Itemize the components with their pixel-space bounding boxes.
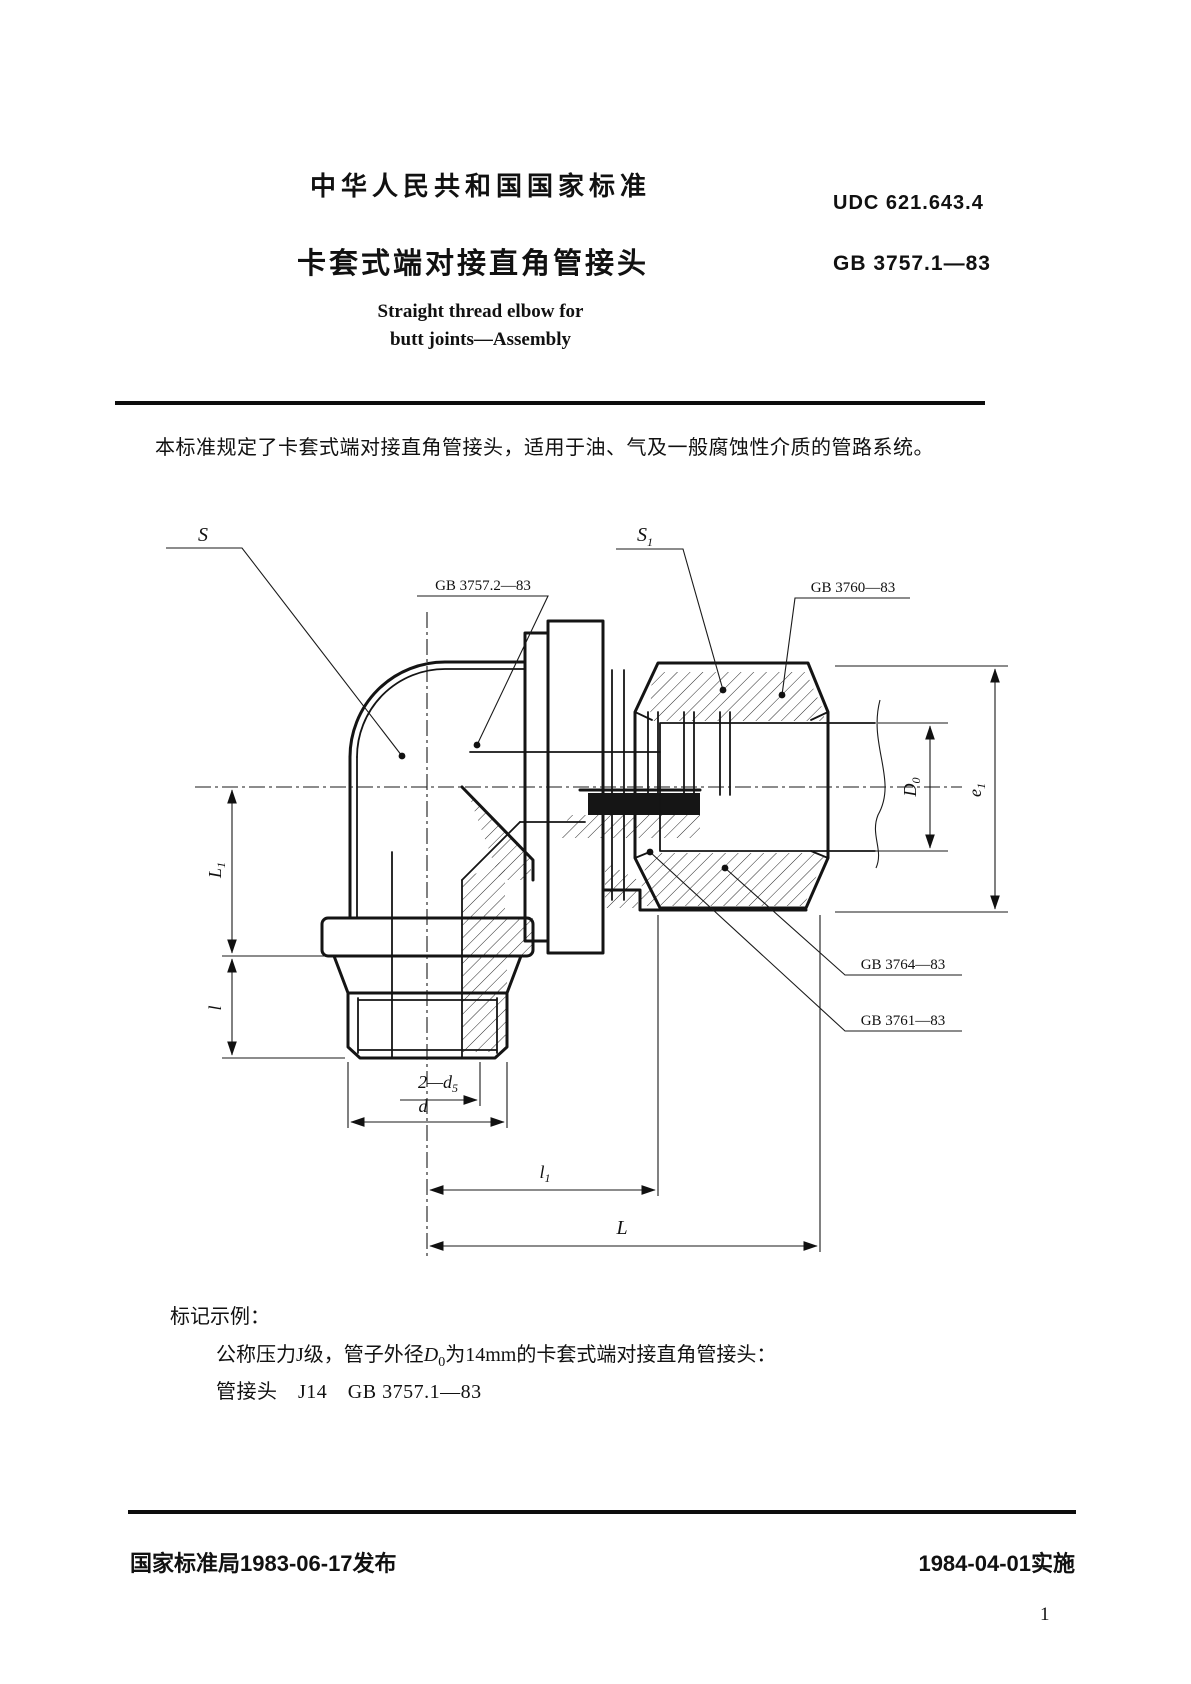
dimension-l1: l1: [429, 915, 659, 1196]
dim-l1-label: l: [539, 1162, 544, 1182]
udc-number: UDC 621.643.4: [833, 192, 984, 214]
dimension-D0: D0: [900, 725, 935, 849]
page-title: 卡套式端对接直角管接头: [297, 248, 650, 280]
callout-gb-ferrule-label: GB 3764—83: [861, 957, 946, 973]
svg-text:S1: S1: [637, 524, 653, 549]
symbol-D0: D: [423, 1344, 439, 1366]
dimension-e1: e1: [835, 665, 1008, 913]
callout-s1: S1: [616, 524, 727, 694]
callout-gb-body-label: GB 3757.2—83: [435, 578, 531, 594]
footer-implemented-date: 1984-04-01实施: [918, 1551, 1075, 1576]
dim-L-label: L: [615, 1217, 627, 1239]
callout-gb-nut: GB 3760—83: [778, 580, 910, 699]
callout-s-label: S: [198, 524, 208, 546]
header-divider: [115, 401, 985, 405]
dim-D0-label: D: [900, 784, 920, 798]
callout-gb-sleeve-label: GB 3761—83: [861, 1013, 946, 1029]
centerlines: [195, 612, 962, 1256]
example-line1: 公称压力J级，管子外径D0为14mm的卡套式端对接直角管接头：: [216, 1344, 777, 1370]
dim-l-label: l: [205, 1005, 225, 1010]
dimension-L: L: [429, 915, 821, 1252]
svg-text:D0: D0: [900, 778, 923, 798]
page-number: 1: [1040, 1604, 1050, 1625]
svg-text:l1: l1: [539, 1162, 550, 1185]
footer-issued-date: 国家标准局1983-06-17发布: [130, 1551, 397, 1576]
callout-gb-ferrule: GB 3764—83: [721, 864, 962, 976]
dimension-2d5: 2—d5: [400, 1062, 481, 1106]
footer-divider: [128, 1510, 1076, 1514]
svg-text:e1: e1: [965, 783, 988, 797]
title-english-line1: Straight thread elbow for: [377, 301, 584, 322]
callout-gb-sleeve: GB 3761—83: [646, 848, 962, 1032]
dimension-d: d: [347, 1062, 508, 1128]
title-english-line2: butt joints—Assembly: [389, 329, 572, 350]
callout-gb-nut-label: GB 3760—83: [811, 580, 896, 596]
callout-s1-label: S: [637, 524, 647, 546]
callout-s: S: [166, 524, 406, 760]
section-hatching: [462, 672, 824, 1052]
dim-L1-label: L: [205, 868, 225, 879]
example-line2: 管接头 J14 GB 3757.1—83: [216, 1381, 482, 1403]
callout-gb-body: GB 3757.2—83: [417, 578, 549, 749]
dimension-L1: L1: [205, 789, 345, 1059]
standard-org-title: 中华人民共和国国家标准: [310, 171, 652, 201]
dim-2d5-label: 2—d: [418, 1072, 453, 1092]
union-nut: [578, 661, 830, 910]
scope-paragraph: 本标准规定了卡套式端对接直角管接头，适用于油、气及一般腐蚀性介质的管路系统。: [155, 437, 934, 459]
dimension-l: l: [205, 958, 237, 1056]
dim-d-label: d: [419, 1096, 429, 1116]
standard-number: GB 3757.1—83: [833, 252, 991, 275]
svg-text:2—d5: 2—d5: [418, 1072, 458, 1095]
example-heading: 标记示例：: [170, 1306, 270, 1328]
dim-e1-label: e: [965, 789, 985, 797]
svg-text:L1: L1: [205, 862, 228, 879]
